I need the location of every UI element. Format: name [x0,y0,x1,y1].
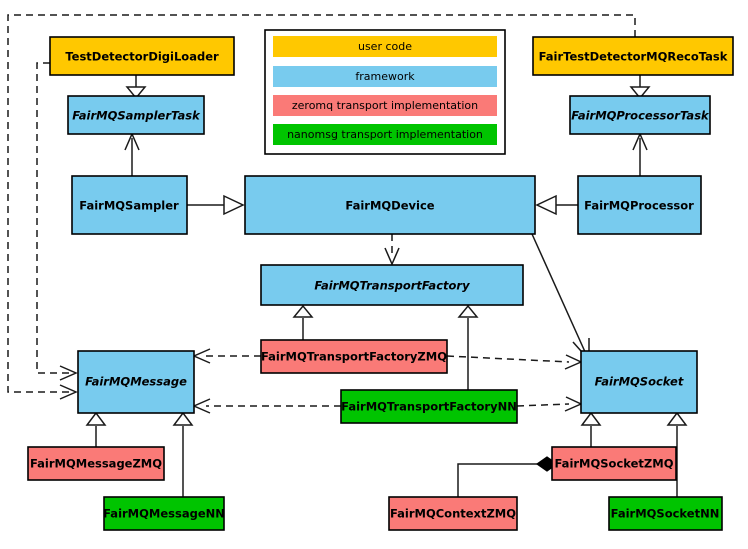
edge-tfnn-transportfactory [457,304,479,390]
edge-digiloader-message [36,62,78,381]
node-fair-mq-socket-nn[interactable]: FairMQSocketNN [608,496,723,531]
edge-tfzmq-message [192,348,261,364]
edge-recotask-processortask [629,75,651,100]
node-layer: TestDetectorDigiLoader FairTestDetectorM… [27,36,734,531]
legend-item-nanomsg: nanomsg transport implementation [273,124,497,145]
node-label: FairMQSampler [79,199,179,213]
node-label: TestDetectorDigiLoader [65,50,219,64]
node-label: FairMQProcessor [584,199,694,213]
legend: user code framework zeromq transport imp… [264,29,506,155]
node-label: FairMQDevice [345,199,434,213]
edge-sampler-device [187,194,245,216]
node-fair-mq-processor[interactable]: FairMQProcessor [577,175,702,235]
edge-messagenn-message [172,411,194,497]
edge-tfnn-socket [516,396,583,412]
legend-label-zeromq: zeromq transport implementation [292,99,478,112]
node-box [577,175,702,235]
legend-item-zeromq: zeromq transport implementation [273,95,497,116]
node-box [580,350,698,414]
edge-device-transportfactory [384,234,400,266]
node-fair-mq-sampler[interactable]: FairMQSampler [71,175,188,235]
node-fair-mq-sampler-task[interactable]: FairMQSamplerTask [67,95,205,135]
edge-tfzmq-transportfactory [292,304,314,340]
node-box [49,36,235,76]
node-fair-mq-message-zmq[interactable]: FairMQMessageZMQ [27,446,165,481]
node-fair-mq-message-nn[interactable]: FairMQMessageNN [103,496,225,531]
legend-swatch-nanomsg [273,124,497,145]
node-fair-mq-transport-factory[interactable]: FairMQTransportFactory [260,264,524,306]
node-box [608,496,723,531]
edge-socketzmq-socket [580,411,602,447]
node-label: FairMQProcessorTask [571,109,710,123]
edge-processor-processortask [632,132,648,176]
node-label: FairMQSocketNN [611,507,720,521]
node-box [340,389,518,424]
node-label: FairMQSocket [595,375,684,389]
legend-label-framework: framework [355,70,415,83]
edge-socketzmq-contextzmq [457,456,559,497]
edge-tfnn-message [192,398,341,414]
legend-swatch-zeromq [273,95,497,116]
node-fair-mq-transport-factory-zmq[interactable]: FairMQTransportFactoryZMQ [260,339,448,374]
legend-label-user-code: user code [358,40,412,53]
node-label: FairMQMessageNN [103,507,225,521]
node-box [260,264,524,306]
node-label: FairMQMessageZMQ [30,457,162,471]
node-box [532,36,734,76]
node-box [77,350,195,414]
legend-label-nanomsg: nanomsg transport implementation [287,128,483,141]
node-label: FairMQSocketZMQ [555,457,674,471]
edge-sampler-samplertask [124,132,140,176]
node-box [260,339,448,374]
legend-item-framework: framework [273,66,497,87]
legend-swatch-framework [273,66,497,87]
node-fair-mq-socket[interactable]: FairMQSocket [580,350,698,414]
node-box [103,496,225,531]
node-label: FairMQTransportFactory [314,279,470,293]
node-box [27,446,165,481]
node-box [244,175,536,235]
node-fair-test-detector-mq-reco-task[interactable]: FairTestDetectorMQRecoTask [532,36,734,76]
node-box [569,95,711,135]
edge-digiloader-samplertask [125,75,147,100]
node-label: FairMQTransportFactoryZMQ [261,350,447,364]
edge-recotask-message [7,14,636,400]
node-fair-mq-device[interactable]: FairMQDevice [244,175,536,235]
node-box [551,446,677,481]
edge-messagezmq-message [85,411,107,447]
node-label: FairMQTransportFactoryNN [341,400,517,414]
edge-device-socket [531,233,590,362]
legend-item-user-code: user code [273,36,497,57]
edge-socketnn-socket [666,411,688,497]
node-test-detector-digi-loader[interactable]: TestDetectorDigiLoader [49,36,235,76]
edge-tfzmq-socket [446,354,583,370]
node-box [388,496,518,531]
node-fair-mq-context-zmq[interactable]: FairMQContextZMQ [388,496,518,531]
node-box [71,175,188,235]
legend-swatch-user-code [273,36,497,57]
node-fair-mq-transport-factory-nn[interactable]: FairMQTransportFactoryNN [340,389,518,424]
node-box [67,95,205,135]
node-label: FairTestDetectorMQRecoTask [539,50,728,64]
node-label: FairMQMessage [85,375,187,389]
node-fair-mq-socket-zmq[interactable]: FairMQSocketZMQ [551,446,677,481]
node-label: FairMQSamplerTask [72,109,201,123]
edge-processor-device [535,194,578,216]
node-label: FairMQContextZMQ [390,507,516,521]
node-fair-mq-processor-task[interactable]: FairMQProcessorTask [569,95,711,135]
node-fair-mq-message[interactable]: FairMQMessage [77,350,195,414]
